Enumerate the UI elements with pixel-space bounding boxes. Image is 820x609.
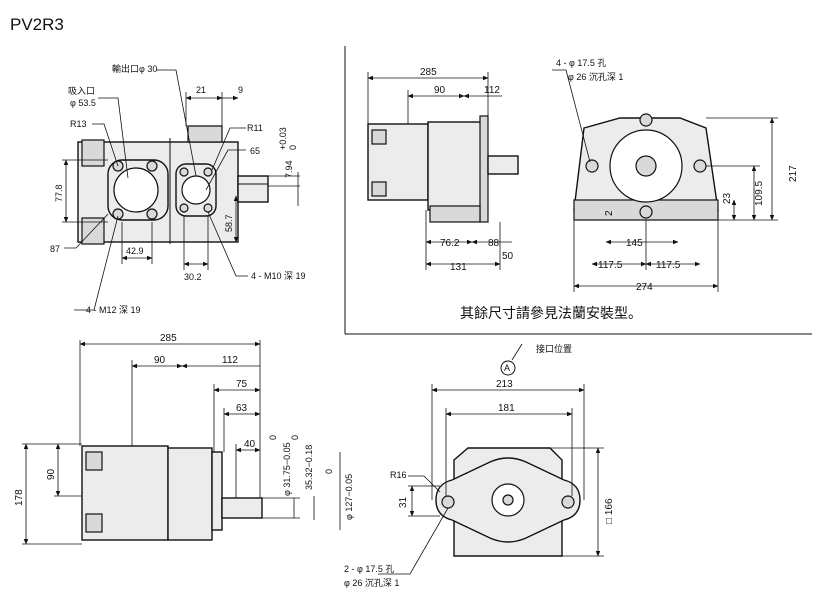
- bottom-left-side-view: 285 90 112 75 63 40 178 90 0 φ 31.75−0.0…: [14, 333, 354, 545]
- r11-label: R11: [247, 123, 263, 133]
- port-marker-letter: A: [504, 363, 510, 373]
- d117-5b-label: 117.5: [656, 260, 681, 271]
- br-cbore-spec-label: φ 26 沉孔深 1: [344, 578, 399, 588]
- d145-label: 145: [626, 238, 643, 249]
- bl-d40-label: 40: [244, 439, 256, 450]
- d77-8-label: 77.8: [54, 184, 64, 202]
- flange-label: φ 127−0.05: [344, 474, 354, 520]
- d109-5-label: 109.5: [754, 181, 765, 206]
- bl-d112-label: 112: [222, 355, 238, 366]
- d117-5a-label: 117.5: [598, 260, 623, 271]
- d2-label: 2: [604, 210, 615, 216]
- d87-label: 87: [50, 244, 60, 254]
- inlet-port-label: 吸入口: [68, 86, 95, 96]
- shaft-dim-label: 7.94: [284, 160, 294, 178]
- m10-label: 4 - M10 深 19: [251, 271, 306, 281]
- bl-d75-label: 75: [236, 379, 248, 390]
- m12-label: 4 - M12 深 19: [86, 305, 141, 315]
- port-position-marker: A 接口位置: [500, 343, 572, 376]
- d65-label: 65: [250, 146, 260, 156]
- cbore-spec-label: φ 26 沉孔深 1: [568, 72, 623, 82]
- shaft2-tol-top: 0: [290, 435, 300, 440]
- drawing-title: PV2R3: [10, 15, 64, 34]
- shaft1-label: φ 31.75−0.05: [282, 442, 292, 496]
- br-r16-label: R16: [390, 470, 407, 480]
- view-frame: [344, 46, 812, 335]
- br-d181-label: 181: [498, 403, 515, 414]
- br-d31-label: 31: [398, 496, 409, 508]
- top-right-end-view: 4 - φ 17.5 孔 φ 26 沉孔深 1 217 109.5 23 2 1…: [552, 58, 799, 293]
- shaft2-label: 35.32−0.18: [304, 445, 314, 490]
- bottom-right-end-view: 213 181 R16 31 □ 166 2 - φ 17.5 孔 φ 26 沉…: [344, 379, 615, 588]
- d274-label: 274: [636, 282, 653, 293]
- d9-label: 9: [238, 85, 243, 95]
- shaft-tol-bot: 0: [288, 145, 298, 150]
- d217-label: 217: [788, 165, 799, 182]
- flange-tol-top: 0: [324, 469, 334, 474]
- d23-label: 23: [722, 192, 733, 204]
- br-d213-label: 213: [496, 379, 513, 390]
- note-text: 其餘尺寸請參見法蘭安裝型。: [460, 305, 642, 322]
- d90-label: 90: [434, 85, 446, 96]
- d112-label: 112: [484, 85, 500, 96]
- d50-label: 50: [502, 251, 514, 262]
- bl-d178-label: 178: [14, 489, 25, 506]
- br-d166-label: □ 166: [604, 498, 615, 524]
- top-right-side-view: 285 90 112 76.2 88 131 50: [367, 67, 519, 273]
- d42-9-label: 42.9: [126, 246, 144, 256]
- shaft1-tol-top: 0: [268, 435, 278, 440]
- inlet-dia-label: φ 53.5: [70, 98, 96, 108]
- d131-label: 131: [450, 262, 467, 273]
- bl-d90v-label: 90: [46, 468, 57, 480]
- br-hole-spec-label: 2 - φ 17.5 孔: [344, 564, 394, 574]
- port-position-label: 接口位置: [536, 343, 572, 354]
- d88-label: 88: [488, 238, 500, 249]
- top-left-view: 輸出口φ 30 吸入口 φ 53.5 R13 R11 21 9 65 +0.03…: [50, 63, 306, 315]
- outlet-port-label: 輸出口φ 30: [112, 63, 157, 74]
- d21-label: 21: [196, 85, 206, 95]
- shaft-tol-top: +0.03: [278, 127, 288, 150]
- hole-spec-label: 4 - φ 17.5 孔: [556, 58, 606, 68]
- d30-2-label: 30.2: [184, 272, 202, 282]
- d58-7-label: 58.7: [224, 214, 234, 232]
- d76-2-label: 76.2: [440, 238, 460, 249]
- bl-d285-label: 285: [160, 333, 177, 344]
- r13-label: R13: [70, 119, 87, 129]
- d285-label: 285: [420, 67, 437, 78]
- bl-d63-label: 63: [236, 403, 248, 414]
- bl-d90-label: 90: [154, 355, 166, 366]
